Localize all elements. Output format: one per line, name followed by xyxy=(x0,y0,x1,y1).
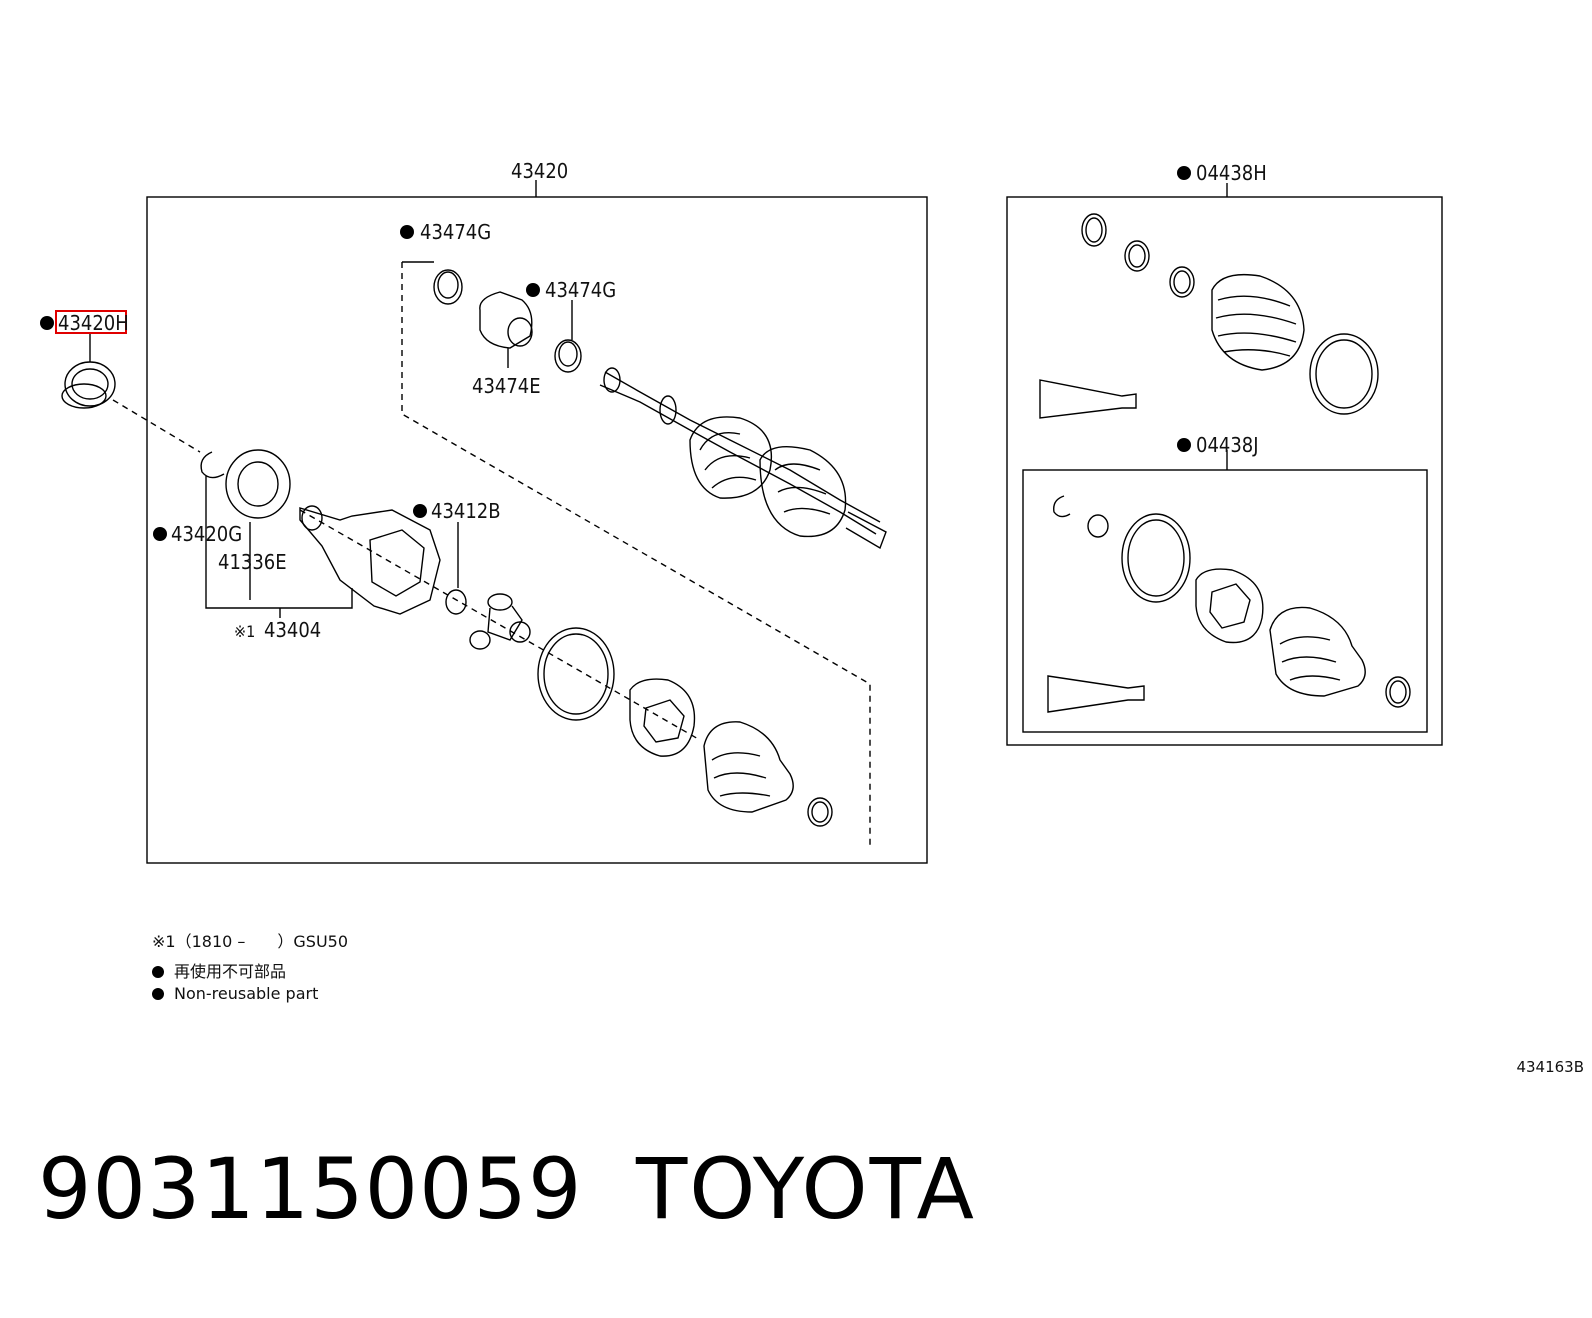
legend-jp-text: 再使用不可部品 xyxy=(174,962,287,981)
oil-seal-icon xyxy=(61,333,116,409)
figure-id: 434163B xyxy=(1516,1058,1584,1076)
label-kit-outer: 04438H xyxy=(1196,161,1267,185)
part-number: 9031150059 xyxy=(38,1140,583,1238)
boot-icon xyxy=(1269,606,1366,697)
tripod-joint-icon xyxy=(469,593,531,650)
bullet-icon xyxy=(152,988,164,1000)
legend-en: Non-reusable part xyxy=(152,984,318,1003)
clamp-icon xyxy=(1124,240,1150,272)
clamp-icon xyxy=(1169,266,1195,298)
legend-note: ※1（1810 – ）GSU50 xyxy=(152,932,349,951)
boot-band-icon xyxy=(1309,333,1379,415)
boot-band-icon xyxy=(537,627,615,721)
snap-ring-icon xyxy=(200,451,225,600)
washer-icon xyxy=(225,449,291,600)
snap-ring-icon xyxy=(1053,495,1071,518)
brand-name: TOYOTA xyxy=(636,1140,976,1238)
legend-en-text: Non-reusable part xyxy=(174,984,319,1003)
legend-jp: 再使用不可部品 xyxy=(152,958,286,982)
label-housing-set: 43404 xyxy=(264,618,321,642)
boot-icon xyxy=(1211,273,1305,371)
label-clamp-b: 43474G xyxy=(545,278,616,302)
drive-shaft-icon xyxy=(599,367,887,550)
label-damper: 43474E xyxy=(472,374,541,398)
kit-inner-frame xyxy=(1022,469,1428,733)
snap-ring-icon xyxy=(1087,514,1109,538)
highlight-box xyxy=(55,310,127,334)
clamp-icon xyxy=(1081,213,1107,247)
label-snap-ring-b: 43412B xyxy=(431,499,501,523)
snap-ring-icon xyxy=(445,522,467,615)
boot-icon xyxy=(703,721,794,813)
label-housing-note: ※1 xyxy=(234,622,255,641)
label-kit-inner: 04438J xyxy=(1196,433,1259,457)
clamp-icon xyxy=(402,261,463,305)
boot-ring-icon xyxy=(629,678,696,757)
damper-icon xyxy=(479,291,533,368)
clamp-icon xyxy=(1385,676,1411,708)
assembly-frame xyxy=(146,196,928,864)
label-seal: 43420H xyxy=(58,311,129,335)
boot-band-icon xyxy=(1121,513,1191,603)
grease-tube-icon xyxy=(1039,379,1137,419)
label-clamp-a: 43474G xyxy=(420,220,491,244)
grease-tube-icon xyxy=(1047,675,1145,713)
clamp-icon xyxy=(554,300,582,373)
boot-ring-icon xyxy=(1195,568,1264,644)
label-snap-ring: 43420G xyxy=(171,522,242,546)
label-assembly: 43420 xyxy=(511,159,568,183)
bullet-icon xyxy=(152,966,164,978)
kit-outer-frame xyxy=(1006,196,1443,746)
clamp-icon xyxy=(807,797,833,827)
label-washer: 41336E xyxy=(218,550,287,574)
joint-housing-icon xyxy=(299,505,441,615)
